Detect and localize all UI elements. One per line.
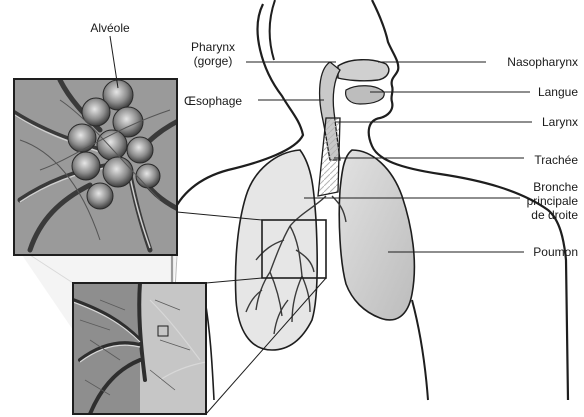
nasal-cavity bbox=[338, 60, 389, 81]
label-oesophage: Œsophage bbox=[184, 94, 242, 108]
lung-left-anatomical bbox=[339, 150, 414, 320]
label-bronche: Bronche principale de droite bbox=[527, 180, 578, 222]
label-bronche-line2: principale bbox=[527, 194, 578, 208]
label-langue: Langue bbox=[538, 85, 578, 99]
trachea bbox=[318, 118, 340, 196]
inset-lung-tissue bbox=[73, 283, 206, 414]
label-pharynx-line1: Pharynx bbox=[178, 40, 248, 54]
tongue bbox=[346, 86, 385, 104]
label-nasopharynx: Nasopharynx bbox=[507, 55, 578, 69]
inset-alveoli bbox=[10, 79, 180, 255]
label-bronche-line3: de droite bbox=[527, 208, 578, 222]
head-back-outline bbox=[270, 0, 275, 60]
label-pharynx: Pharynx (gorge) bbox=[178, 40, 248, 68]
label-poumon: Poumon bbox=[533, 245, 578, 259]
label-bronche-line1: Bronche bbox=[527, 180, 578, 194]
label-trachee: Trachée bbox=[534, 153, 578, 167]
label-pharynx-line2: (gorge) bbox=[178, 54, 248, 68]
lung-right-anatomical bbox=[235, 150, 317, 350]
label-alveole: Alvéole bbox=[82, 21, 138, 35]
label-larynx: Larynx bbox=[542, 115, 578, 129]
